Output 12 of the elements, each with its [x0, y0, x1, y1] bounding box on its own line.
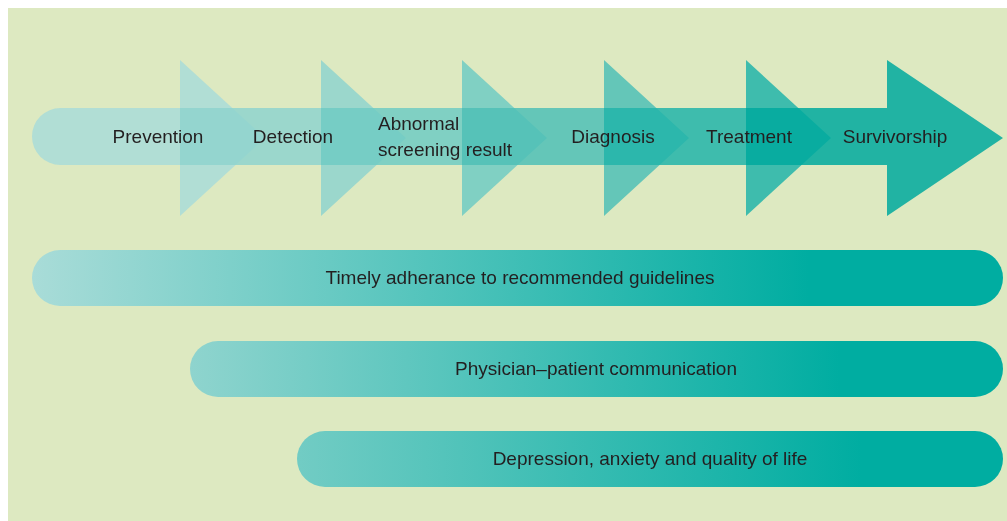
- factor-bar: [32, 250, 1003, 306]
- factor-bar: [297, 431, 1003, 487]
- stage-label: Detection: [252, 125, 334, 149]
- bar-label: Physician–patient communication: [455, 357, 737, 381]
- bar-label: Timely adherance to recommended guidelines: [325, 266, 715, 290]
- stage-label: Treatment: [706, 125, 792, 149]
- stage-label: Prevention: [112, 125, 204, 149]
- factor-bar: [190, 341, 1003, 397]
- stage-label: Diagnosis: [571, 125, 655, 149]
- bar-label: Depression, anxiety and quality of life: [492, 447, 808, 471]
- stage-label: Survivorship: [842, 125, 948, 149]
- stage-label: Abnormal screening result: [378, 112, 514, 162]
